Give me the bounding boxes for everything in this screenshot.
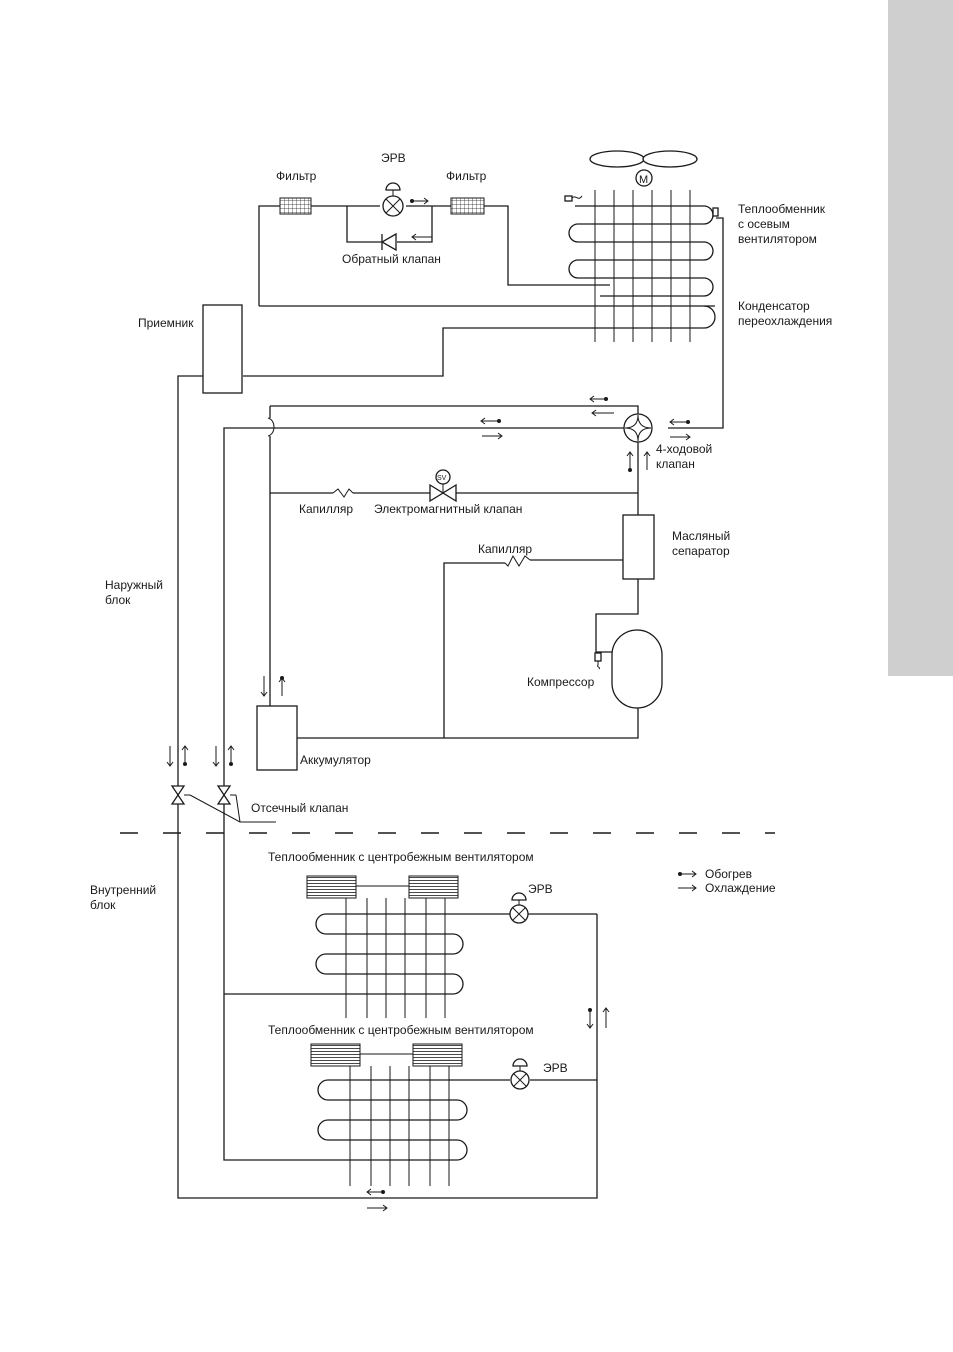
indoor-label-1: Внутренний <box>90 883 156 897</box>
fan-icon <box>589 150 698 187</box>
hx-fan-label-2: с осевым <box>738 217 790 231</box>
flow-arrows-4way <box>480 395 691 472</box>
flow-arrows-shutoff <box>166 745 235 767</box>
flow-arrow-heat <box>410 197 429 205</box>
outdoor-heat-exchanger <box>243 190 724 429</box>
erv-indoor-1-icon <box>509 892 529 924</box>
accumulator-label: Аккумулятор <box>300 753 371 767</box>
oil-separator <box>622 514 655 580</box>
liquid-line-top <box>258 205 715 307</box>
filter-left-icon <box>279 197 312 215</box>
hx-fan-label-3: вентилятором <box>738 232 817 246</box>
hx-fan-label-1: Теплообменник <box>738 202 826 216</box>
side-tab <box>888 0 953 676</box>
accumulator-tank <box>256 705 298 771</box>
shutoff-valves <box>170 785 276 823</box>
indoor-hx-label-1: Теплообменник с центробежным вентиляторо… <box>268 850 534 864</box>
indoor-hx-label-2: Теплообменник с центробежным вентиляторо… <box>268 1023 534 1037</box>
legend <box>678 870 697 892</box>
gas-lines <box>223 405 639 995</box>
erv-indoor-2-icon <box>510 1058 530 1090</box>
flow-arrows-accumulator <box>260 676 286 697</box>
capillary-label-1: Капилляр <box>299 502 353 516</box>
filter-right-icon <box>450 197 485 215</box>
solenoid-label: Электромагнитный клапан <box>374 502 522 516</box>
solenoid-valve-icon <box>429 469 457 503</box>
erv-top-icon <box>382 182 404 217</box>
erv-indoor-1-label: ЭРВ <box>528 882 553 896</box>
flow-arrows-bottom <box>366 1188 388 1212</box>
legend-cool-label: Охлаждение <box>705 881 776 895</box>
capillary-2-line <box>443 554 623 738</box>
four-way-valve-icon <box>623 413 653 443</box>
subcooler-label-2: переохлаждения <box>738 314 832 328</box>
capillary-label-2: Капилляр <box>478 542 532 556</box>
flow-arrows-indoor-right <box>586 1007 610 1029</box>
oil-sep-label-2: сепаратор <box>672 544 730 558</box>
outdoor-label-1: Наружный <box>105 578 163 592</box>
compressor-body <box>611 629 663 709</box>
indoor-hx-2 <box>223 994 597 1186</box>
oil-sep-label-1: Масляный <box>672 529 730 543</box>
legend-heat-label: Обогрев <box>705 867 752 881</box>
flow-arrow-cool <box>411 233 432 241</box>
outdoor-label-2: блок <box>105 593 131 607</box>
erv-indoor-2-label: ЭРВ <box>543 1061 568 1075</box>
shutoff-label: Отсечный клапан <box>251 801 348 815</box>
check-valve-label: Обратный клапан <box>342 252 441 266</box>
four-way-label-1: 4-ходовой <box>656 442 712 456</box>
filter-right-label: Фильтр <box>446 169 487 183</box>
check-valve-icon <box>380 232 397 252</box>
compressor-label: Компрессор <box>527 675 595 689</box>
receiver-tank <box>202 304 243 394</box>
receiver-label: Приемник <box>138 316 194 330</box>
indoor-hx-1 <box>306 875 597 1018</box>
subcooler-label-1: Конденсатор <box>738 299 810 313</box>
indoor-label-2: блок <box>90 898 116 912</box>
filter-left-label: Фильтр <box>276 169 317 183</box>
sv-label: SV <box>437 475 447 482</box>
four-way-label-2: клапан <box>656 457 695 471</box>
motor-label: M <box>639 174 648 186</box>
erv-top-label: ЭРВ <box>381 151 406 165</box>
